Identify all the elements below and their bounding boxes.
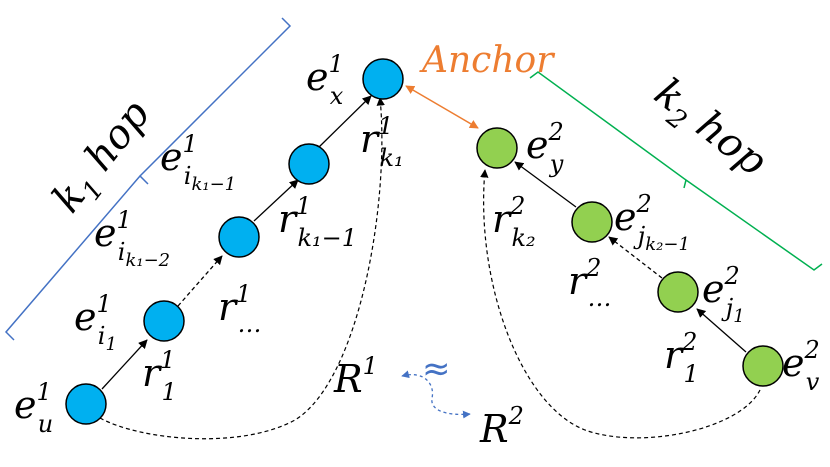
node-e2-y [476,127,518,169]
label-r1-dots: r1… [218,280,261,338]
node-e1-i1 [143,300,185,342]
right-hop-brace [529,71,823,271]
edge-ejk-ey [514,161,577,208]
node-e2-jk2-1 [571,201,613,243]
svg-text:k2hop: k2hop [642,70,776,191]
path-curve-R1 [99,97,385,440]
label-r2-dots: r2… [568,254,611,312]
node-e1-u [65,383,107,425]
edge-ei1-eik2 [177,255,223,307]
edge-ev-ej1 [696,308,747,353]
node-e1-x [362,58,404,100]
node-e2-j1 [657,271,699,313]
label-R2: R2 [479,402,524,451]
node-e2-v [742,345,784,387]
anchor-label: Anchor [419,40,555,81]
svg-text:k1hop: k1hop [44,92,165,226]
node-e1-ik1-2 [218,216,260,258]
path-curve-R2 [480,169,761,439]
edge-eik2-eik1 [253,179,299,222]
left-hop-brace [4,17,292,341]
approx-arrow [401,370,471,419]
right-hop-label: k2hop [642,70,776,191]
anchor-arrow [405,85,479,129]
approx-symbol: ≈ [422,349,451,389]
edge-eik1-ex [317,95,372,149]
edge-eu-ei1 [101,339,148,390]
left-hop-label: k1hop [44,92,165,226]
label-R1: R1 [333,352,378,401]
node-e1-ik1-1 [288,143,330,185]
